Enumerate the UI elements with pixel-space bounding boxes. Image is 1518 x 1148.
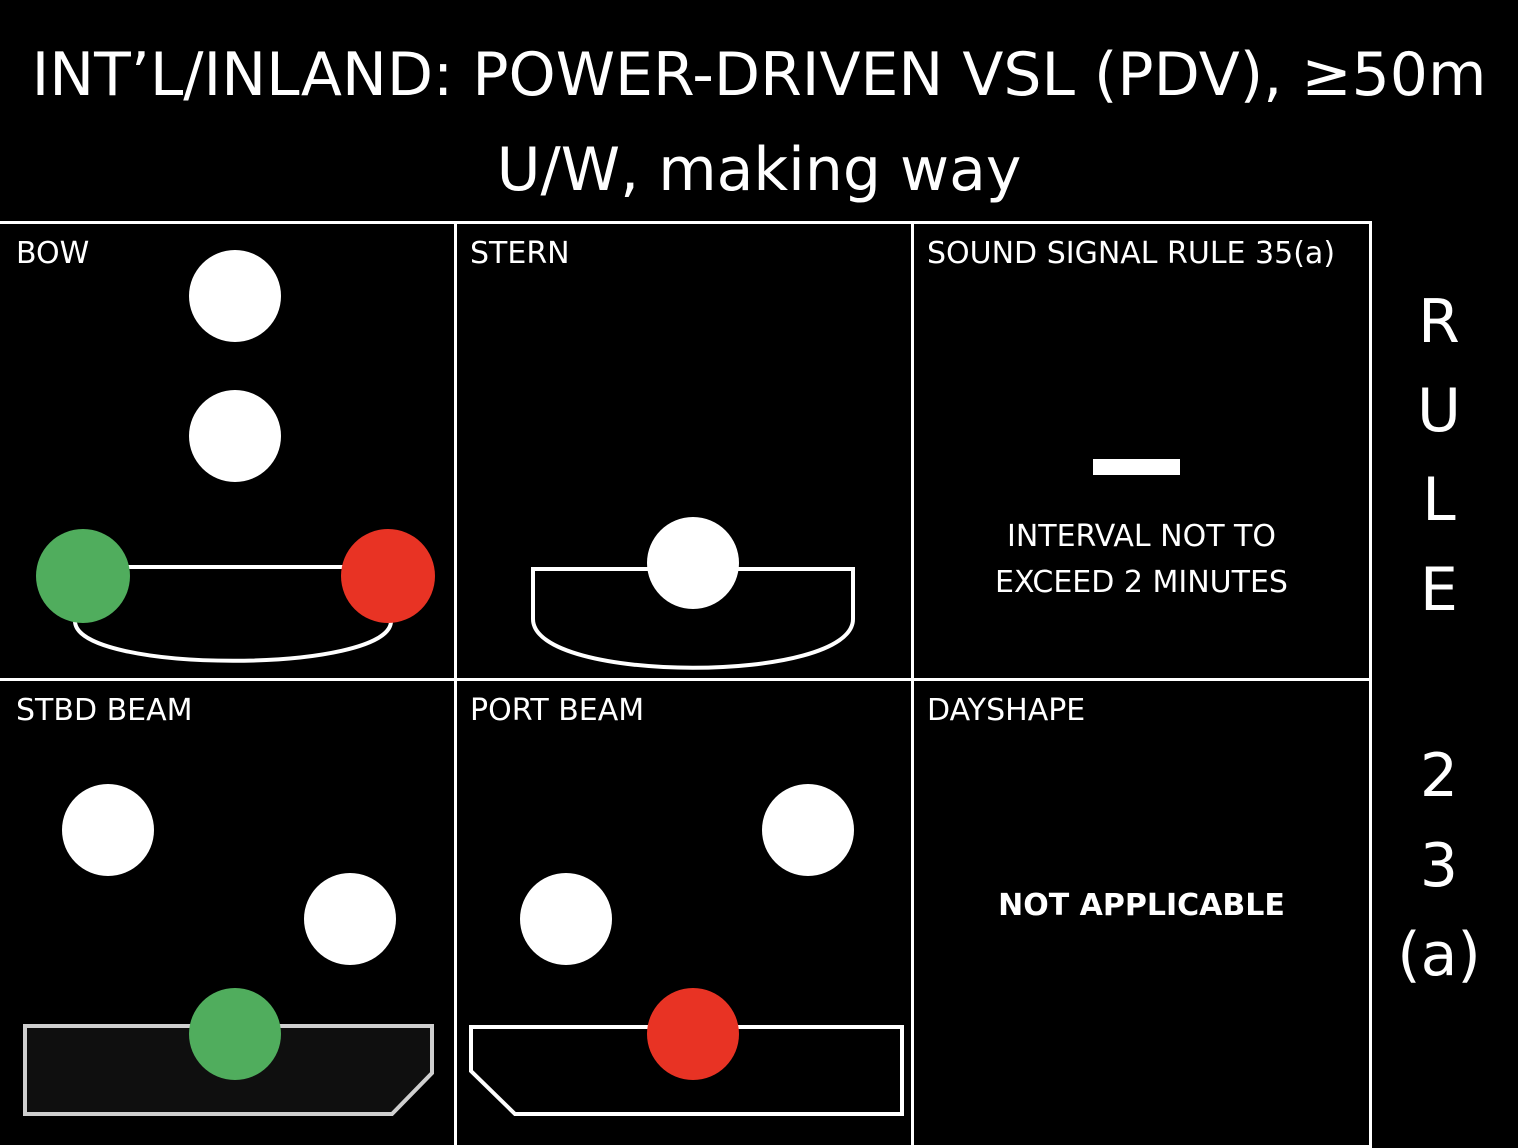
stbd-beam-label: STBD BEAM	[16, 693, 193, 728]
stern-hull	[531, 567, 855, 670]
sound-signal-diagram	[1093, 459, 1180, 475]
starboard-sidelight-green	[36, 529, 130, 623]
port-sidelight-red	[341, 529, 435, 623]
bow-panel: BOW	[0, 221, 457, 682]
port-beam-panel: PORT BEAM	[454, 678, 915, 1148]
port-beam-label: PORT BEAM	[470, 693, 645, 728]
rule-letter-r: R	[1418, 287, 1460, 357]
sound-signal-interval-text: INTERVAL NOT TO EXCEED 2 MINUTES	[914, 514, 1369, 606]
port-beam-diagram	[469, 784, 904, 1116]
prolonged-blast-dash	[1093, 459, 1180, 475]
stern-panel: STERN	[454, 221, 915, 682]
rule-number-2: 2	[1419, 741, 1459, 811]
masthead-light-forward	[762, 784, 854, 876]
page-title-line-1: INT’L/INLAND: POWER-DRIVEN VSL (PDV), ≥5…	[31, 40, 1487, 110]
sound-signal-panel: SOUND SIGNAL RULE 35(a) INTERVAL NOT TO …	[911, 221, 1372, 682]
rule-letter-l: L	[1422, 465, 1456, 535]
sound-signal-line-1: INTERVAL NOT TO	[1006, 519, 1276, 554]
masthead-light-lower	[189, 390, 281, 482]
sound-signal-label: SOUND SIGNAL RULE 35(a)	[927, 236, 1336, 271]
stbd-beam-panel: STBD BEAM	[0, 678, 457, 1148]
stbd-beam-diagram	[23, 784, 434, 1116]
stern-diagram	[531, 517, 855, 670]
dayshape-label: DAYSHAPE	[927, 693, 1086, 728]
dayshape-not-applicable: NOT APPLICABLE	[998, 888, 1285, 923]
port-beam-hull	[469, 1025, 904, 1116]
rule-number-a: (a)	[1397, 920, 1481, 990]
page-title-line-2: U/W, making way	[496, 135, 1022, 205]
masthead-light-upper	[189, 250, 281, 342]
rule-number-3: 3	[1419, 831, 1459, 901]
rule-letter-u: U	[1417, 376, 1461, 446]
starboard-sidelight-green	[189, 988, 281, 1080]
dayshape-panel: DAYSHAPE NOT APPLICABLE	[911, 678, 1372, 1148]
sternlight-white	[647, 517, 739, 609]
bow-label: BOW	[16, 236, 90, 271]
port-sidelight-red	[647, 988, 739, 1080]
sound-signal-line-2: EXCEED 2 MINUTES	[995, 565, 1288, 600]
stern-label: STERN	[470, 236, 570, 271]
bow-diagram	[36, 250, 435, 663]
masthead-light-forward	[62, 784, 154, 876]
masthead-light-aft	[520, 873, 612, 965]
rule-letter-e: E	[1420, 555, 1458, 625]
masthead-light-aft	[304, 873, 396, 965]
